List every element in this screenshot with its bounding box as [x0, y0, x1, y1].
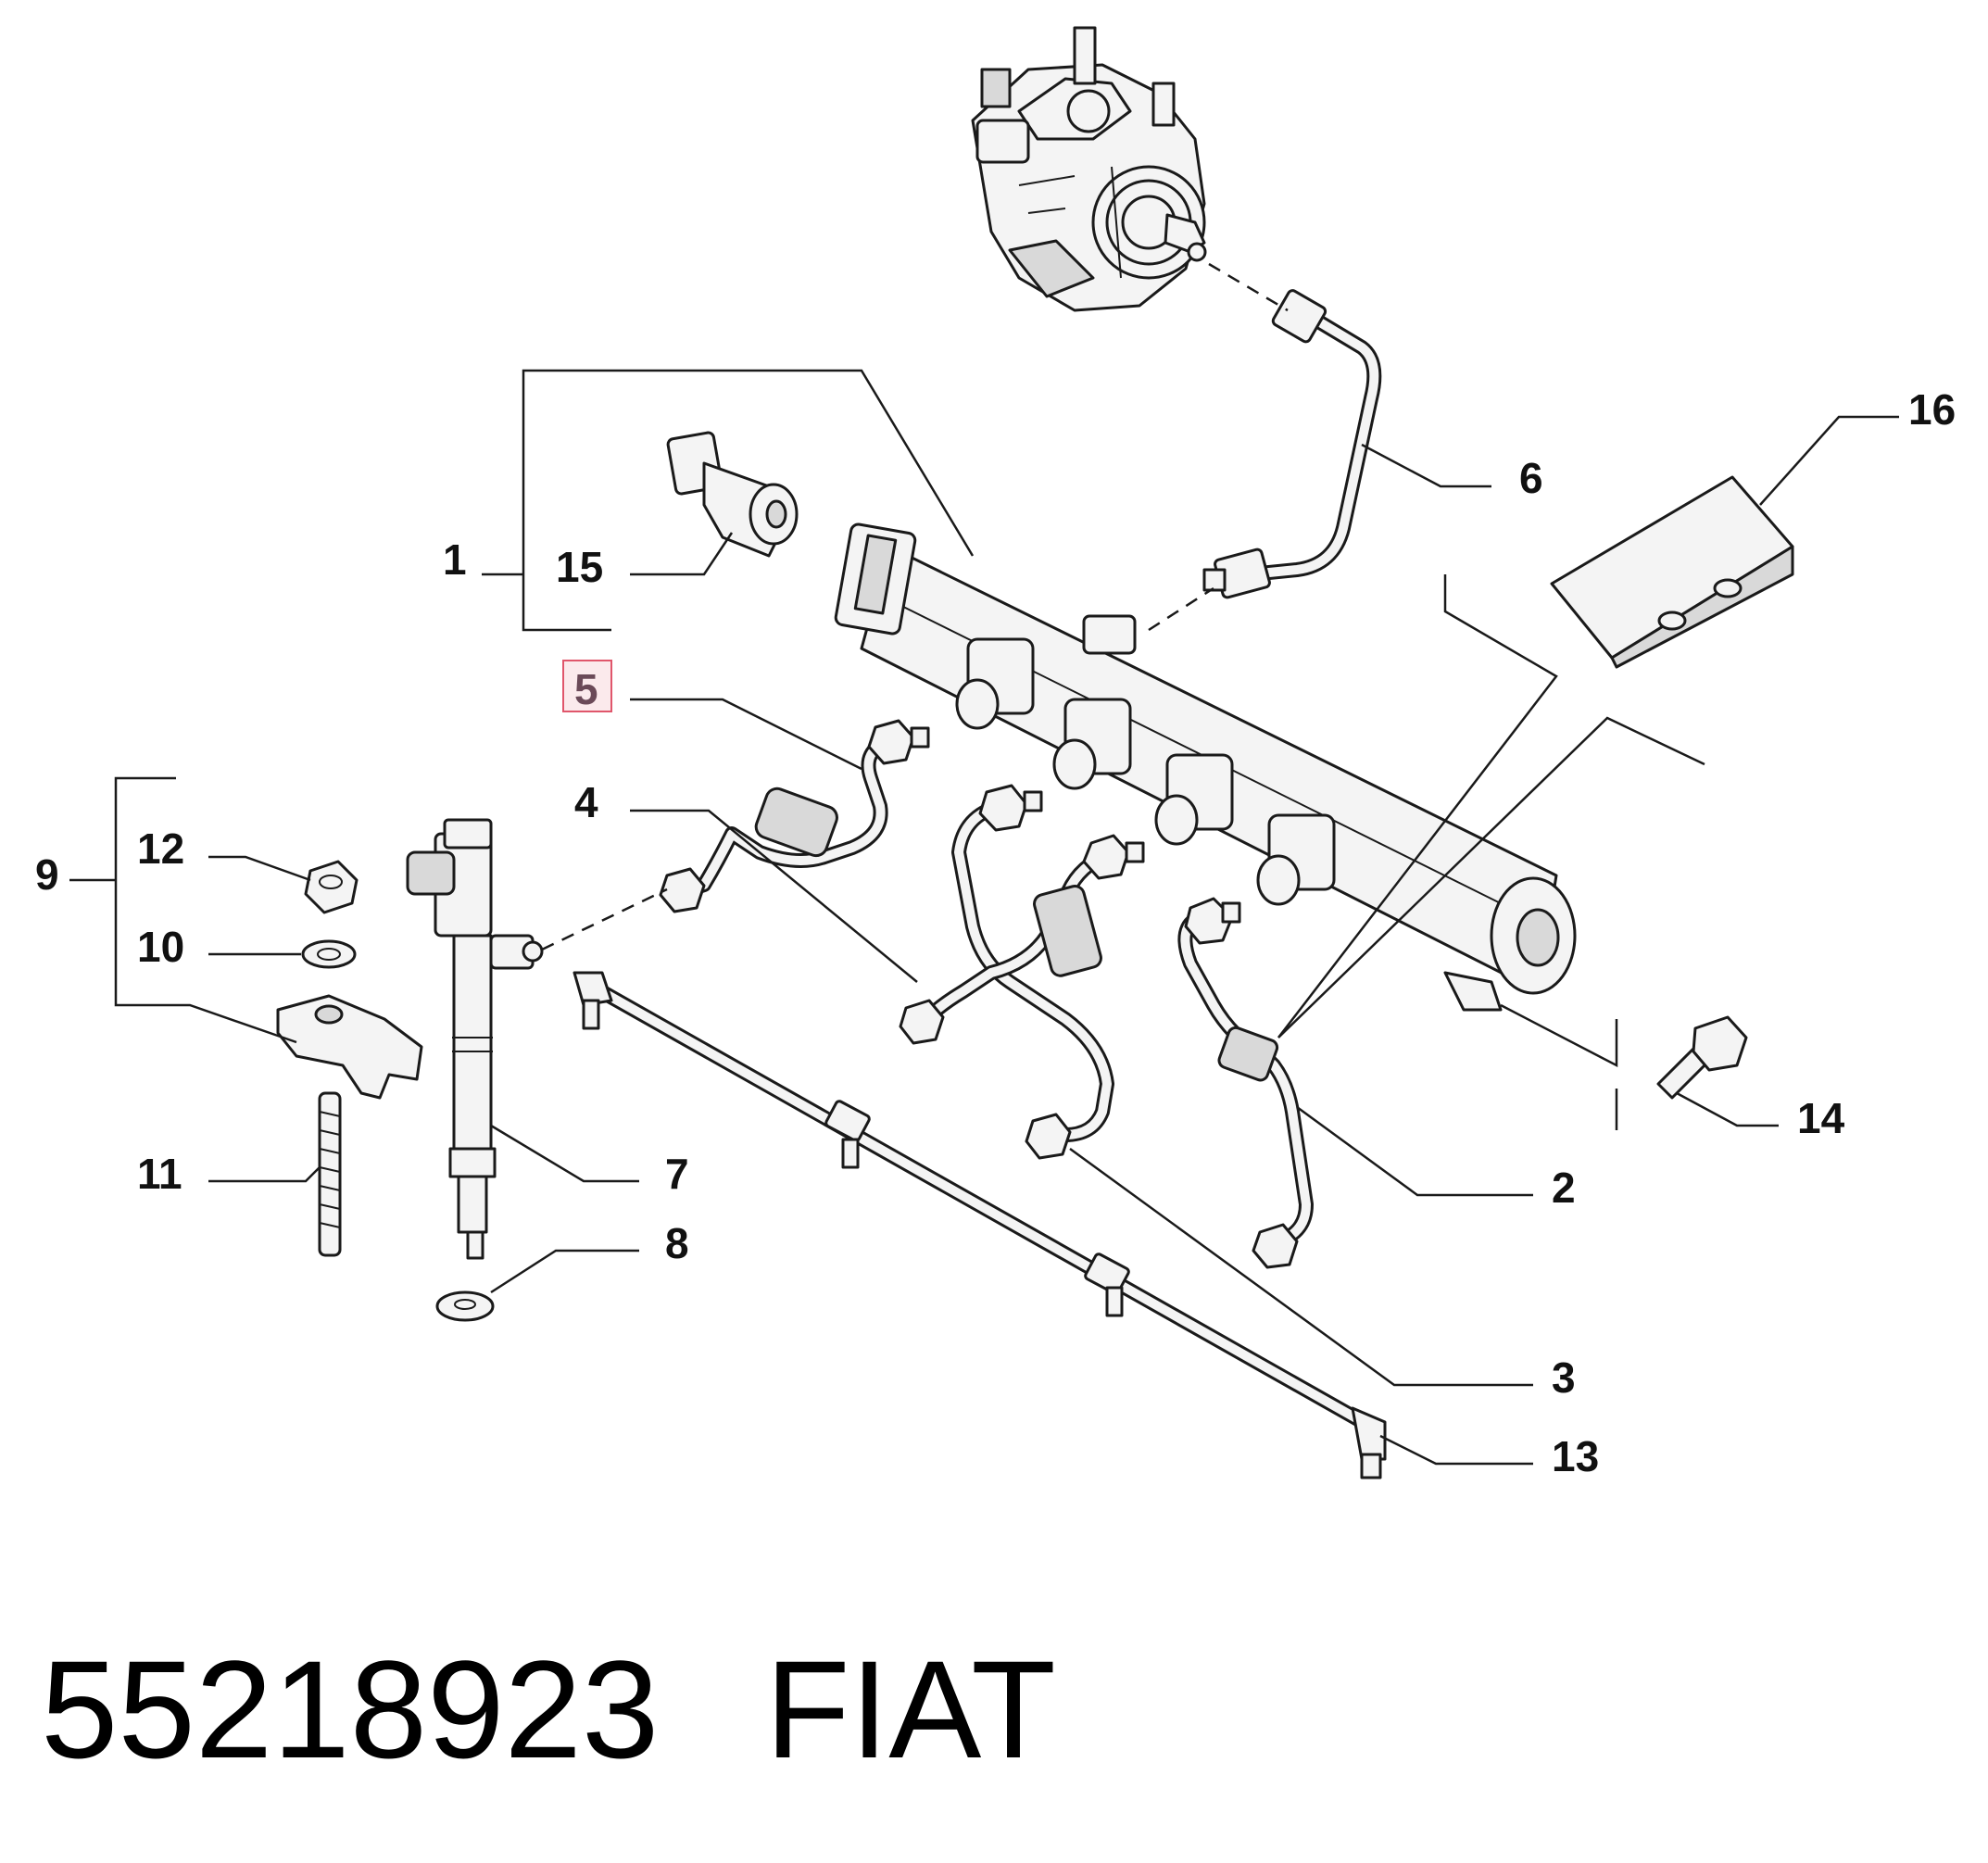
selected-callout-highlight — [562, 660, 612, 712]
callout-14[interactable]: 14 — [1797, 1094, 1845, 1142]
pump-to-rail-pipe — [1202, 289, 1382, 599]
part-number: 55218923 — [41, 1631, 660, 1787]
clamp-stud — [318, 1091, 342, 1257]
callout-13[interactable]: 13 — [1552, 1432, 1599, 1480]
rail-cover — [1550, 475, 1794, 669]
leader-lines — [69, 369, 1899, 1466]
callout-4[interactable]: 4 — [574, 778, 598, 826]
rail-outlet-3 — [1154, 753, 1234, 846]
injector-clamp — [276, 994, 423, 1100]
injector-washer — [435, 1290, 495, 1322]
injector-pipe-5 — [659, 719, 930, 913]
leak-off-pipe — [572, 971, 1387, 1479]
callout-6[interactable]: 6 — [1519, 454, 1543, 502]
callout-5[interactable]: 5 — [574, 665, 598, 713]
rail-outlet-2 — [1052, 698, 1132, 790]
rail-outlet-1 — [955, 637, 1035, 730]
injector-connection-dashline — [541, 887, 668, 951]
injector-pipe-3 — [951, 784, 1114, 1160]
injector-pipe-4 — [899, 834, 1145, 1045]
callout-7[interactable]: 7 — [665, 1150, 689, 1198]
high-pressure-pump — [971, 26, 1207, 312]
callout-9[interactable]: 9 — [35, 850, 59, 899]
rail-pressure-sensor — [666, 431, 799, 558]
callout-8[interactable]: 8 — [665, 1219, 689, 1267]
rail-outlet-4 — [1256, 813, 1336, 906]
clamp-nut — [304, 860, 359, 914]
pump-connection-dashline — [1208, 262, 1289, 312]
common-fuel-rail — [834, 522, 1577, 1012]
rail-inlet-dashline — [1148, 586, 1214, 632]
callout-16[interactable]: 16 — [1908, 385, 1956, 434]
fuel-injector — [406, 818, 544, 1260]
callout-12[interactable]: 12 — [137, 825, 184, 873]
rail-mounting-bolt — [1656, 1015, 1748, 1100]
callout-labels: 1 2 3 4 5 6 7 8 9 10 11 12 13 14 15 16 — [35, 385, 1956, 1480]
callout-1[interactable]: 1 — [443, 535, 467, 584]
brand-name: FIAT — [765, 1631, 1056, 1787]
clamp-washer — [301, 939, 357, 969]
callout-10[interactable]: 10 — [137, 923, 184, 971]
callout-3[interactable]: 3 — [1552, 1353, 1576, 1402]
callout-11[interactable]: 11 — [137, 1150, 182, 1198]
callout-15[interactable]: 15 — [556, 543, 603, 591]
callout-2[interactable]: 2 — [1552, 1164, 1576, 1212]
injector-pipe-2 — [1177, 897, 1314, 1269]
